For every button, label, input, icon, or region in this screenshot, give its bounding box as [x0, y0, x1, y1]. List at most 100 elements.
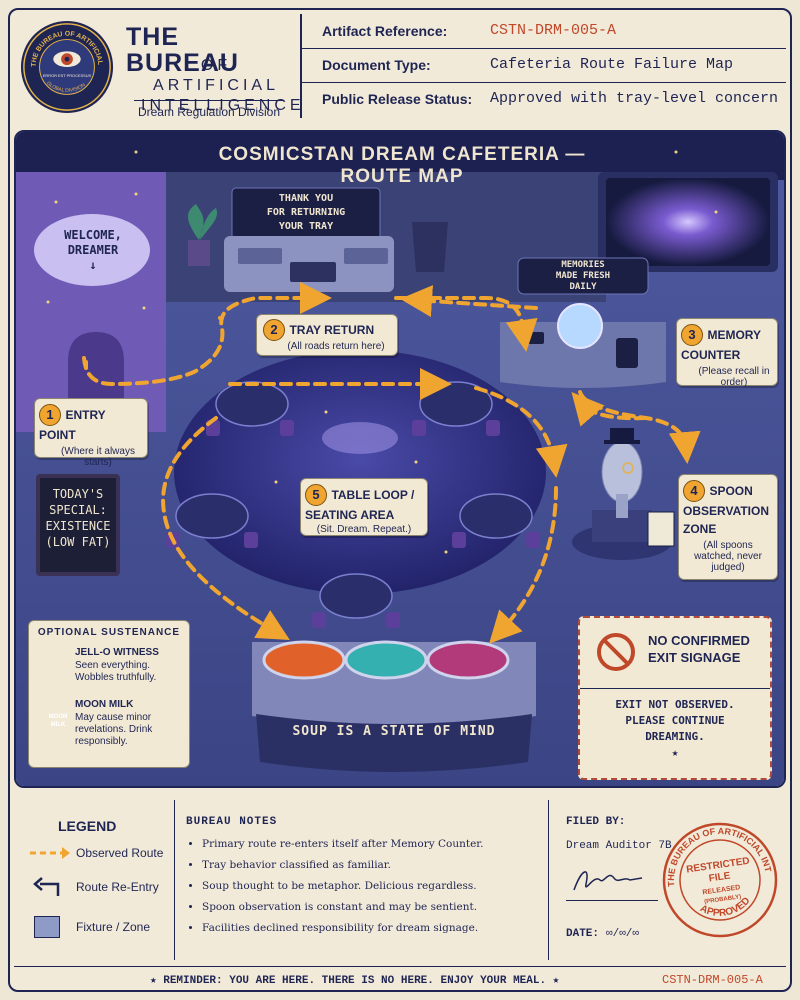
memories-sign-line: DAILY: [569, 282, 597, 292]
tray-sign-line: FOR RETURNING: [266, 207, 346, 218]
callout-tray-return: 2 TRAY RETURN (All roads return here): [256, 314, 398, 356]
moon-milk-title: MOON MILK: [75, 699, 134, 710]
info-row: Document Type: Cafeteria Route Failure M…: [302, 48, 786, 83]
callout-number: 3: [681, 324, 703, 346]
dashed-arrow-icon: [30, 847, 70, 859]
welcome-line: WELCOME,: [64, 228, 122, 242]
callout-number: 4: [683, 480, 705, 502]
callout-number: 5: [305, 484, 327, 506]
jello-witness-title: JELL-O WITNESS: [75, 647, 159, 658]
note-item: Tray behavior classified as familiar.: [202, 855, 484, 876]
date-label: DATE:: [566, 928, 600, 940]
filed-by-panel: FILED BY: Dream Auditor 7B DATE: ∞/∞/∞ T…: [560, 800, 786, 960]
callout-table-loop: 5 TABLE LOOP / SEATING AREA (Sit. Dream.…: [300, 478, 428, 536]
callout-title: ENTRY POINT: [39, 408, 106, 442]
star-icon: ★: [671, 746, 679, 759]
filed-by-label: FILED BY:: [566, 816, 626, 828]
signature-line: [566, 900, 658, 901]
notes-list: Primary route re-enters itself after Mem…: [186, 834, 484, 939]
signature-icon: [573, 871, 643, 891]
optional-sustenance-panel: OPTIONAL SUSTENANCE JELL-O WITNESS Seen …: [28, 620, 190, 768]
callout-sub: (Where it always starts): [61, 446, 135, 468]
memories-sign: MEMORIES MADE FRESH DAILY: [518, 260, 648, 293]
note-item: Soup thought to be metaphor. Delicious r…: [202, 876, 484, 897]
prohibited-icon: [597, 633, 635, 671]
notes-heading: BUREAU NOTES: [186, 816, 278, 828]
no-exit-signage: NO CONFIRMED EXIT SIGNAGE EXIT NOT OBSER…: [578, 616, 772, 780]
tray-sign-line: THANK YOU: [278, 193, 334, 204]
legend-heading: LEGEND: [58, 818, 117, 834]
info-label: Document Type:: [322, 57, 431, 73]
memories-sign-line: MEMORIES: [561, 260, 605, 270]
bureau-header: THE BUREAU OF ARTIFICIAL INTELLIGENCE GL…: [16, 14, 305, 119]
callout-number: 1: [39, 404, 61, 426]
footer-reminder: ★ REMINDER: YOU ARE HERE. THERE IS NO HE…: [150, 975, 560, 987]
chalk-line: (LOW FAT): [45, 535, 111, 549]
callout-sub: (All roads return here): [287, 341, 385, 352]
no-exit-body: EXIT NOT OBSERVED. PLEASE CONTINUE DREAM…: [580, 688, 770, 761]
legend-panel: LEGEND Observed Route Route Re-Entry Fix…: [16, 800, 175, 960]
map-banner: COSMICSTAN DREAM CAFETERIA — ROUTE MAP: [218, 144, 586, 187]
callout-title: SPOON OBSERVATION ZONE: [683, 484, 770, 536]
info-row: Public Release Status: Approved with tra…: [302, 82, 786, 116]
tray-sign-line: YOUR TRAY: [278, 221, 334, 232]
no-exit-line: DREAMING.: [645, 730, 705, 743]
info-label: Artifact Reference:: [322, 23, 448, 39]
artifact-info-table: Artifact Reference: CSTN-DRM-005-A Docum…: [300, 14, 786, 118]
down-arrow-icon: ↓: [89, 258, 97, 272]
zone-swatch-icon: [34, 916, 60, 938]
bureau-division: Dream Regulation Division: [134, 100, 284, 119]
chalk-line: TODAY'S: [52, 487, 104, 501]
welcome-line: DREAMER: [67, 243, 119, 257]
no-exit-line: PLEASE CONTINUE: [625, 714, 725, 727]
todays-special-chalkboard: TODAY'S SPECIAL: EXISTENCE (LOW FAT): [36, 474, 120, 576]
bureau-subtitle: OF ARTIFICIAL INTELLIGENCE: [141, 57, 305, 114]
moon-milk-carton-label: MOON MILK: [48, 714, 68, 728]
stamp-line: (PROBABLY): [704, 894, 742, 905]
legend-observed-route: Observed Route: [76, 846, 164, 860]
callout-number: 2: [263, 319, 285, 341]
callout-sub: (Please recall in order): [698, 366, 770, 388]
artifact-reference: CSTN-DRM-005-A: [490, 22, 617, 39]
release-status: Approved with tray-level concern: [490, 90, 779, 107]
no-exit-line: EXIT NOT OBSERVED.: [615, 698, 735, 711]
tray-return-sign: THANK YOU FOR RETURNING YOUR TRAY: [232, 192, 380, 234]
cafeteria-route-map: COSMICSTAN DREAM CAFETERIA — ROUTE MAP W…: [14, 130, 786, 788]
callout-sub: (All spoons watched, never judged): [694, 540, 762, 573]
soup-banner: SOUP IS A STATE OF MIND: [292, 724, 496, 739]
document-type: Cafeteria Route Failure Map: [490, 56, 734, 73]
no-exit-title: NO CONFIRMED EXIT SIGNAGE: [648, 633, 750, 665]
date-value: ∞/∞/∞: [606, 928, 640, 940]
note-item: Facilities declined responsibility for d…: [202, 918, 484, 939]
sustenance-heading: OPTIONAL SUSTENANCE: [37, 627, 181, 638]
footer-ref: CSTN-DRM-005-A: [662, 973, 763, 987]
callout-spoon-zone: 4 SPOON OBSERVATION ZONE (All spoons wat…: [678, 474, 778, 580]
legend-route-reentry: Route Re-Entry: [76, 880, 159, 894]
footer-bar: ★ REMINDER: YOU ARE HERE. THERE IS NO HE…: [14, 966, 786, 989]
bureau-seal-icon: THE BUREAU OF ARTIFICIAL INTELLIGENCE GL…: [18, 18, 114, 114]
filed-by-name: Dream Auditor 7B: [566, 840, 672, 852]
callout-title: TABLE LOOP / SEATING AREA: [305, 488, 415, 522]
info-label: Public Release Status:: [322, 91, 473, 107]
welcome-sign: WELCOME, DREAMER ↓: [38, 228, 148, 273]
callout-entry-point: 1 ENTRY POINT (Where it always starts): [34, 398, 148, 468]
memories-sign-line: MADE FRESH: [555, 271, 611, 281]
chalk-line: SPECIAL:: [49, 503, 107, 517]
approved-stamp-icon: THE BUREAU OF ARTIFICIAL INTELLIGENCE AP…: [658, 810, 778, 938]
bureau-title: THE BUREAU: [126, 23, 239, 77]
jello-witness-desc: Seen everything. Wobbles truthfully.: [75, 660, 157, 683]
bureau-notes: BUREAU NOTES Primary route re-enters its…: [186, 800, 549, 960]
return-arrow-icon: [33, 877, 60, 896]
callout-title: TRAY RETURN: [289, 323, 375, 338]
callout-title: MEMORY COUNTER: [681, 328, 761, 362]
chalk-line: EXISTENCE: [45, 519, 111, 533]
note-item: Primary route re-enters itself after Mem…: [202, 834, 484, 855]
legend-fixture-zone: Fixture / Zone: [76, 920, 151, 934]
note-item: Spoon observation is constant and may be…: [202, 897, 484, 918]
callout-sub: (Sit. Dream. Repeat.): [316, 524, 412, 535]
moon-milk-desc: May cause minor revelations. Drink respo…: [75, 712, 153, 747]
info-row: Artifact Reference: CSTN-DRM-005-A: [302, 14, 786, 49]
callout-memory-counter: 3 MEMORY COUNTER (Please recall in order…: [676, 318, 778, 388]
seal-motto: ERROR EST PROCESSUS: [43, 73, 92, 78]
stamp-line: FILE: [708, 871, 731, 885]
